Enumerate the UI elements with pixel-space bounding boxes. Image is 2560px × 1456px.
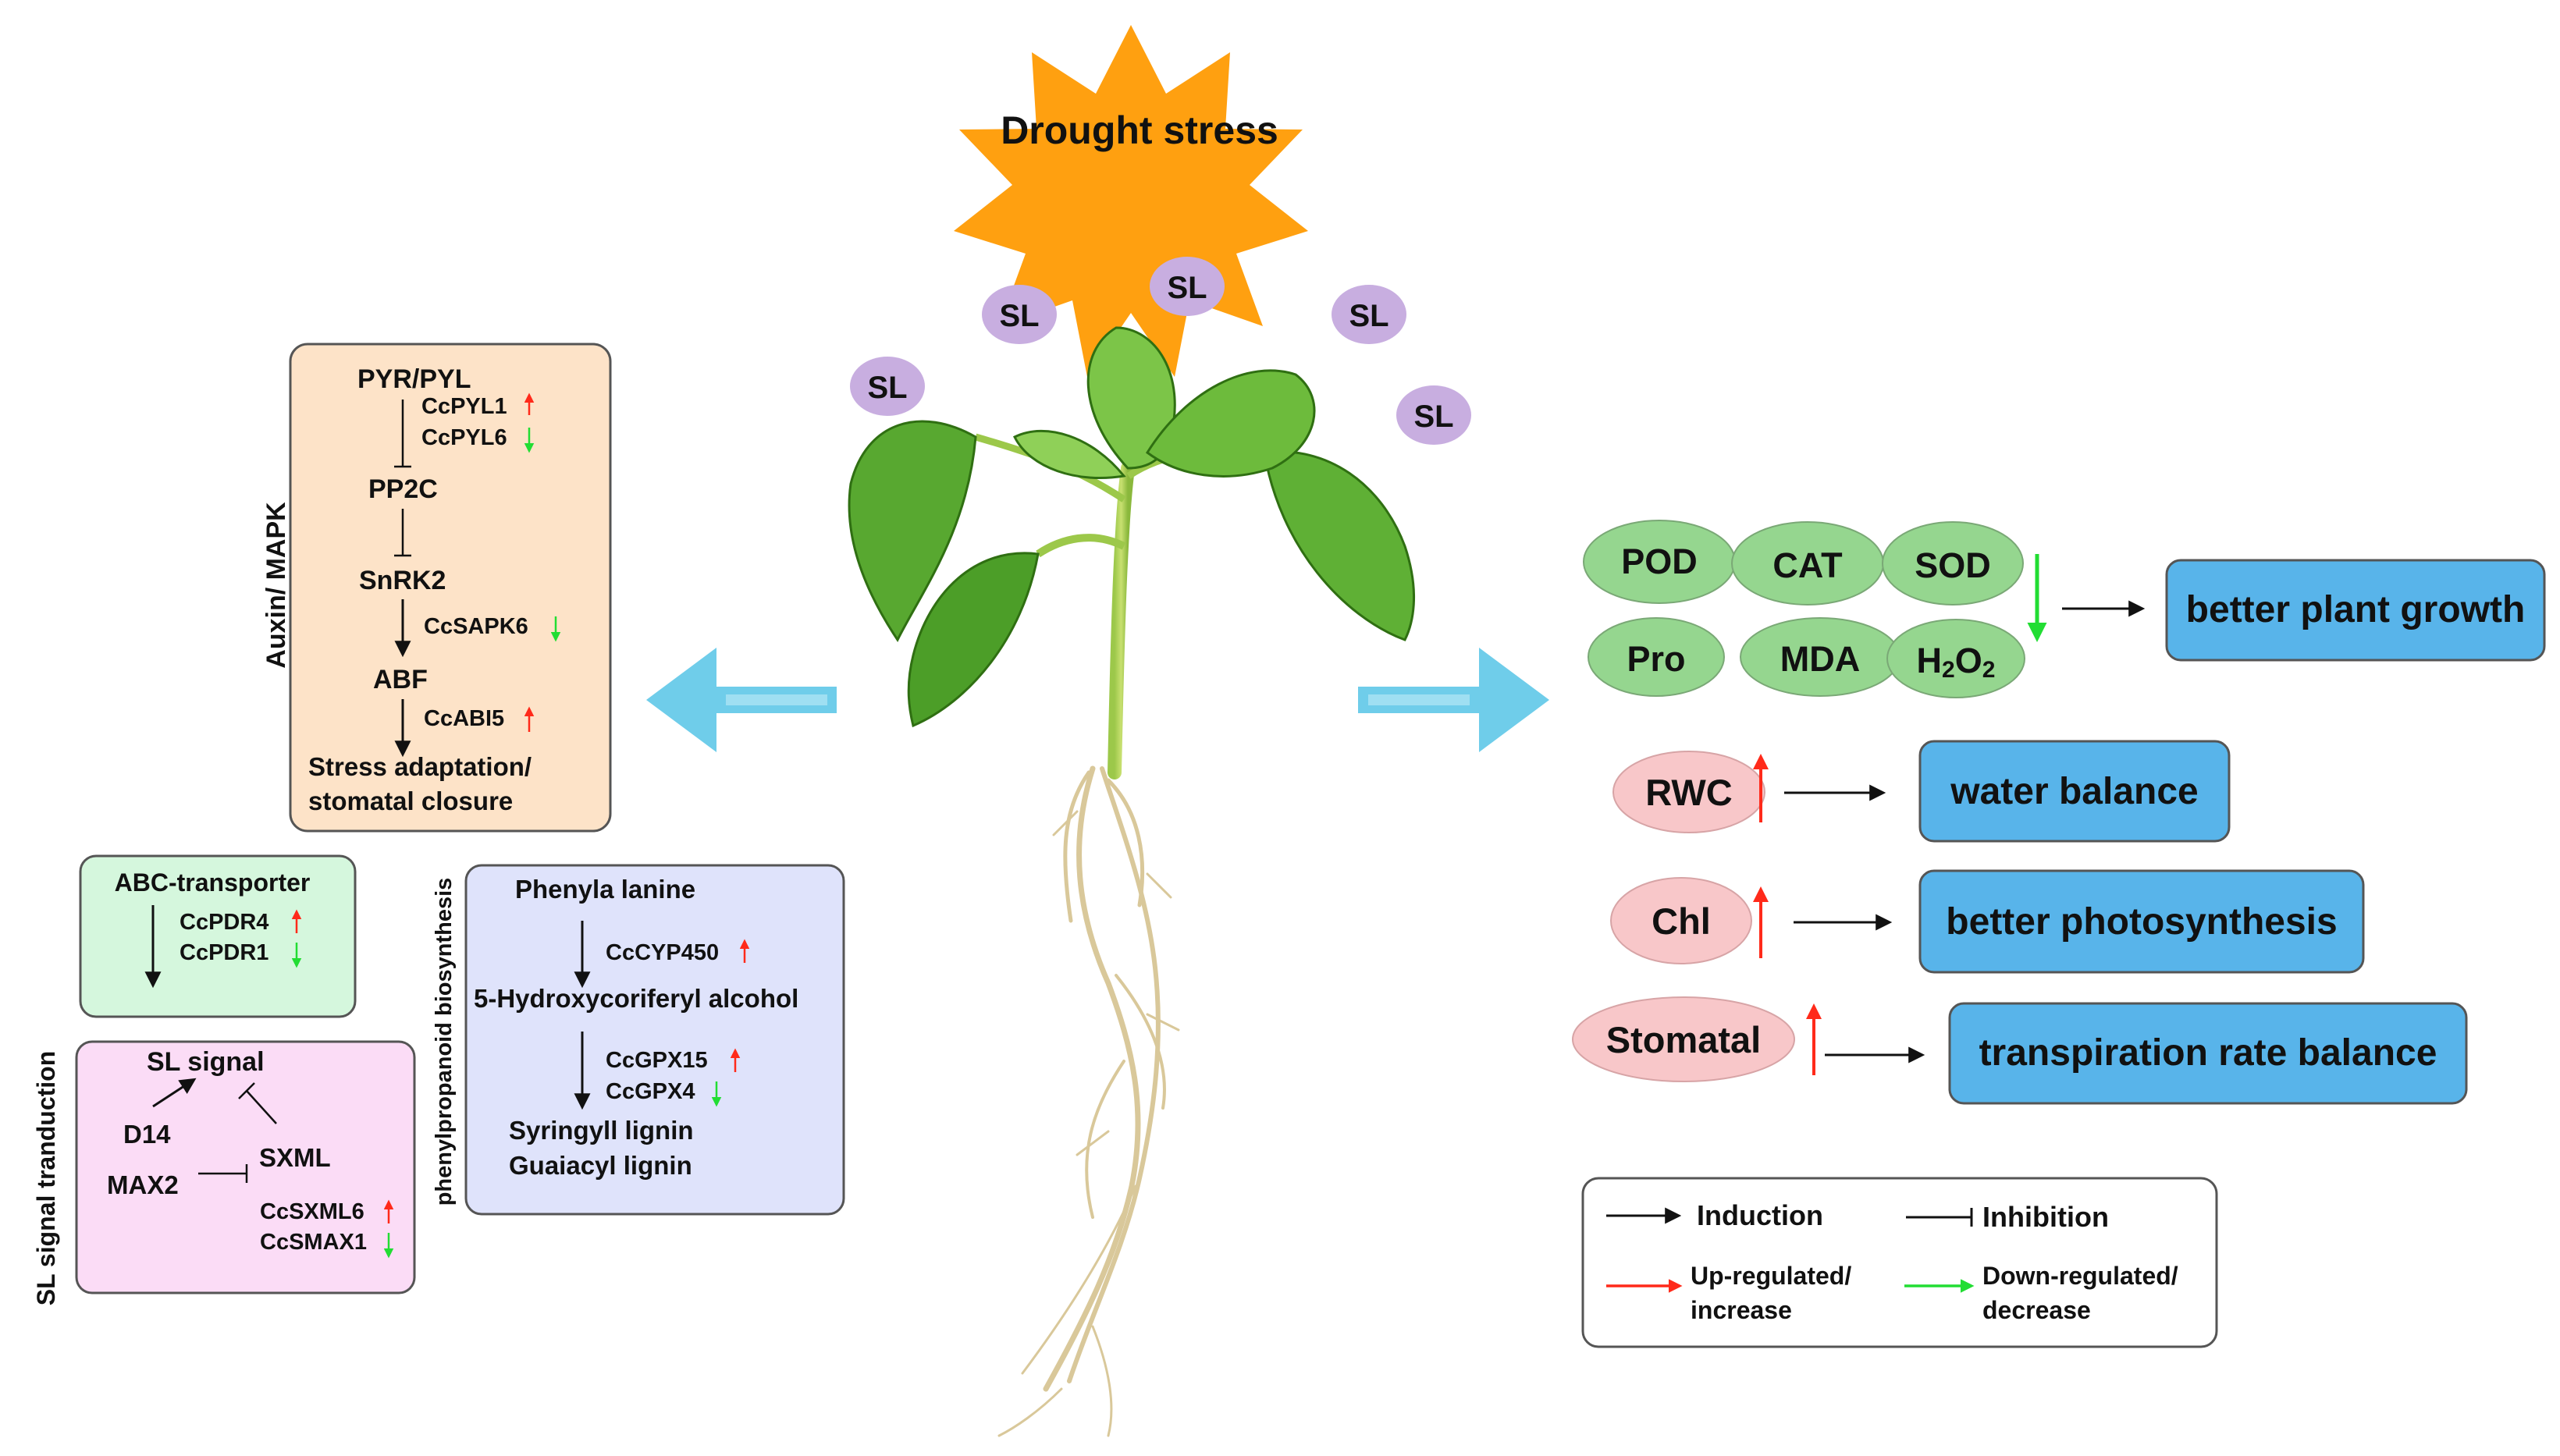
ccpyl1-label: CcPYL1 [421, 394, 507, 419]
sl-bubble: SL [1150, 257, 1225, 316]
guaiacyl-lignin-label: Guaiacyl lignin [509, 1151, 692, 1180]
svg-text:Pro: Pro [1627, 639, 1685, 679]
chl-label: Chl [1652, 900, 1711, 942]
induction-arrow [152, 1078, 197, 1108]
abc-transporter-panel: ABC-transporter CcPDR4 CcPDR1 [79, 854, 357, 1018]
abc-transporter-title: ABC-transporter [115, 868, 311, 897]
legend: Induction Inhibition Up-regulated/ incre… [1581, 1177, 2218, 1348]
ccsmax1-label: CcSMAX1 [260, 1230, 367, 1255]
sl-signal-label: SL signal [147, 1047, 265, 1077]
svg-text:SL: SL [867, 371, 907, 405]
right-big-arrow [1358, 648, 1549, 752]
better-photosynthesis-box [1918, 869, 2365, 974]
max2-label: MAX2 [107, 1170, 179, 1199]
drought-stress-title: Drought stress [1001, 108, 1278, 152]
transpiration-box [1948, 1002, 2468, 1105]
sod-ellipse: SOD [1882, 521, 2024, 605]
ccgpx15-label: CcGPX15 [606, 1048, 708, 1073]
phenylpropanoid-label: phenylpropanoid biosynthesis [432, 878, 457, 1206]
sl-bubble: SL [1396, 385, 1471, 445]
rwc-row: RWC water balance [1612, 740, 2231, 843]
legend-up-label-2: increase [1691, 1296, 1792, 1324]
d14-label: D14 [123, 1120, 171, 1149]
syringyl-lignin-label: Syringyll lignin [509, 1116, 694, 1145]
legend-up-label-1: Up-regulated/ [1691, 1262, 1851, 1290]
rwc-label: RWC [1645, 772, 1732, 813]
sl-signal-transduction-label: SL signal tranduction [32, 1051, 60, 1306]
stomatal-closure-label: stomatal closure [308, 787, 513, 815]
sl-bubble: SL [850, 357, 925, 416]
svg-text:SL: SL [1413, 400, 1453, 434]
transpiration-label: transpiration rate balance [1979, 1032, 2437, 1074]
stomatal-label: Stomatal [1606, 1019, 1762, 1060]
inhibition-line [246, 1090, 277, 1124]
pyr-pyl-label: PYR/PYL [357, 364, 471, 394]
phenylpropanoid-panel: phenylpropanoid biosynthesis Phenyla lan… [432, 864, 845, 1216]
sl-bubble: SL [1332, 285, 1406, 344]
svg-text:SL: SL [1167, 271, 1207, 305]
ccgpx4-label: CcGPX4 [606, 1079, 695, 1104]
svg-text:POD: POD [1621, 542, 1698, 581]
water-balance-box [1918, 740, 2231, 843]
cccyp450-label: CcCYP450 [606, 940, 719, 965]
pro-ellipse: Pro [1588, 617, 1725, 697]
enzyme-group: POD CAT SOD Pro MDA H2O2 better plant gr… [1583, 520, 2546, 698]
snrk2-label: SnRK2 [359, 566, 446, 595]
phenylalanine-label: Phenyla lanine [515, 875, 695, 904]
legend-down-label-2: decrease [1982, 1296, 2091, 1324]
sl-bubble: SL [982, 285, 1057, 344]
legend-down-label-1: Down-regulated/ [1982, 1262, 2178, 1290]
chl-row: Chl better photosynthesis [1610, 869, 2365, 974]
svg-text:MDA: MDA [1780, 639, 1860, 679]
h2o2-ellipse: H2O2 [1886, 619, 2025, 698]
svg-text:SOD: SOD [1915, 545, 1991, 585]
ccsxml6-label: CcSXML6 [260, 1199, 364, 1224]
svg-text:better plant growth: better plant growth [2186, 589, 2526, 630]
roots-icon [997, 765, 1180, 1437]
ccpyl6-label: CcPYL6 [421, 425, 507, 450]
mda-ellipse: MDA [1740, 617, 1900, 697]
stress-adaptation-label: Stress adaptation/ [308, 752, 532, 781]
auxin-mapk-label: Auxin/ MAPK [261, 502, 291, 669]
ccabi5-label: CcABI5 [424, 706, 504, 731]
stomatal-row: Stomatal transpiration rate balance [1572, 996, 2468, 1105]
svg-text:CAT: CAT [1772, 545, 1842, 585]
better-plant-growth-box: better plant growth [2165, 559, 2546, 662]
legend-induction-label: Induction [1697, 1199, 1823, 1231]
pod-ellipse: POD [1583, 520, 1736, 604]
svg-text:H2O2: H2O2 [1917, 641, 1996, 683]
ccsapk6-label: CcSAPK6 [424, 614, 528, 639]
pp2c-label: PP2C [368, 474, 438, 504]
legend-inhibition-label: Inhibition [1982, 1201, 2109, 1233]
svg-text:SL: SL [1349, 299, 1388, 333]
hydroxyconiferyl-label: 5-Hydroxycoriferyl alcohol [474, 984, 798, 1013]
ccpdr4-label: CcPDR4 [180, 910, 268, 935]
aba-pathway-panel: Auxin/ MAPK PYR/PYL CcPYL1 CcPYL6 PP2C S… [261, 343, 612, 833]
water-balance-label: water balance [1950, 771, 2198, 812]
sl-signal-panel: SL signal tranduction SL signal D14 SXML… [32, 1040, 416, 1306]
cat-ellipse: CAT [1731, 521, 1884, 605]
leaf-icon [848, 326, 1416, 728]
plant-illustration [848, 326, 1416, 1437]
left-big-arrow [646, 648, 837, 752]
abf-label: ABF [373, 665, 428, 694]
ccpdr1-label: CcPDR1 [180, 940, 268, 965]
svg-text:SL: SL [999, 299, 1039, 333]
sxml-label: SXML [259, 1143, 331, 1172]
better-photosynthesis-label: better photosynthesis [1946, 901, 2337, 943]
